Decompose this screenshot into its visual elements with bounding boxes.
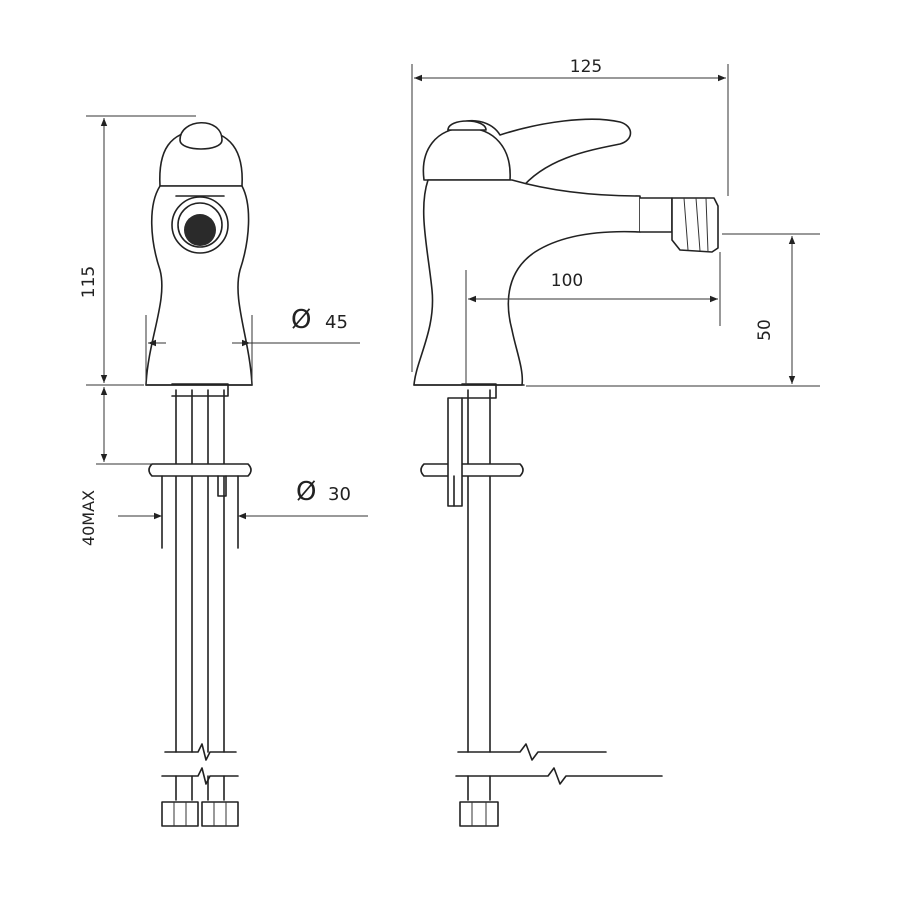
side-lower-pipe	[467, 775, 491, 801]
side-hex-nut	[459, 801, 499, 827]
diameter-symbol-45: Ø	[291, 305, 311, 335]
front-break-line-1	[164, 743, 237, 761]
side-body	[413, 179, 641, 386]
diameter-symbol-30: Ø	[296, 477, 316, 507]
side-pipe-collar	[461, 383, 497, 399]
side-cap-top	[447, 120, 487, 131]
front-handle-knob	[179, 121, 223, 150]
front-lower-pipes	[175, 775, 225, 801]
dim-label-50: 50	[755, 319, 775, 341]
dim-label-100: 100	[551, 271, 583, 291]
front-view: 115 40MAX Ø 45 Ø 30	[79, 115, 368, 827]
side-break-line-2	[455, 767, 663, 785]
front-hex-nuts	[161, 801, 239, 827]
dim-label-45: 45	[325, 312, 348, 333]
front-supply-pipes	[175, 389, 225, 753]
dim-label-40max: 40MAX	[79, 490, 98, 546]
side-nozzle	[671, 197, 719, 253]
front-nut	[217, 475, 227, 497]
side-view: 125 100 50	[411, 57, 820, 827]
side-nozzle-ribs	[683, 197, 709, 253]
side-supply-pipe	[467, 389, 491, 753]
front-break-line-2	[161, 767, 239, 785]
front-nozzle-aerator	[184, 214, 216, 246]
front-washer	[148, 463, 252, 477]
dim-label-115: 115	[79, 266, 99, 298]
front-rod	[161, 475, 239, 549]
ext-lines-45	[145, 315, 253, 385]
front-hex-facets	[173, 802, 227, 826]
side-hex-facets	[471, 802, 487, 826]
dim-label-125: 125	[570, 57, 602, 77]
side-break-line-1	[457, 743, 607, 761]
side-washer	[420, 463, 524, 477]
front-pipe-collar	[171, 383, 229, 397]
dim-label-30: 30	[328, 484, 351, 505]
side-nozzle-collar	[639, 197, 673, 233]
side-rod	[447, 397, 463, 507]
